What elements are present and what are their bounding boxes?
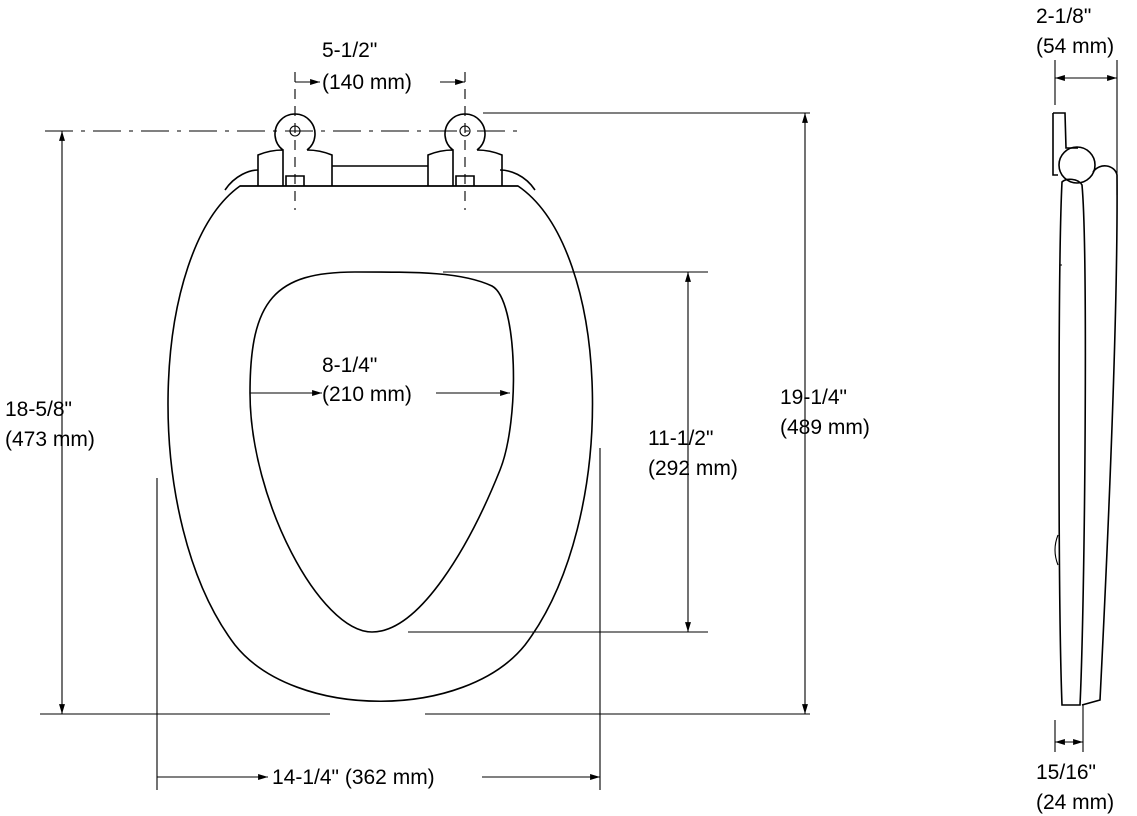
opening-width-imperial: 8-1/4" (322, 354, 377, 377)
side-height-imperial: 2-1/8" (1036, 5, 1091, 28)
lid-outline (224, 169, 536, 191)
overall-length-metric: (489 mm) (780, 416, 870, 439)
hinge-spacing-imperial: 5-1/2" (322, 39, 377, 62)
seat-side-view (1052, 112, 1118, 706)
extension-lines (40, 72, 810, 790)
side-height-metric: (54 mm) (1036, 35, 1114, 58)
seat-opening-outline (249, 271, 515, 633)
seat-width-label: 14-1/4" (362 mm) (272, 766, 435, 789)
dimension-lines (59, 60, 1118, 780)
seat-length-metric: (473 mm) (5, 428, 95, 451)
seat-top-view (167, 113, 594, 703)
opening-length-imperial: 11-1/2" (648, 427, 713, 450)
overall-length-imperial: 19-1/4" (780, 386, 847, 409)
seat-outer-outline (167, 185, 594, 703)
opening-width-metric: (210 mm) (322, 383, 412, 406)
seat-length-imperial: 18-5/8" (5, 398, 72, 421)
hinge-spacing-metric: (140 mm) (322, 71, 412, 94)
seat-thickness-imperial: 15/16" (1036, 761, 1096, 784)
seat-thickness-metric: (24 mm) (1036, 791, 1114, 814)
opening-length-metric: (292 mm) (648, 457, 738, 480)
